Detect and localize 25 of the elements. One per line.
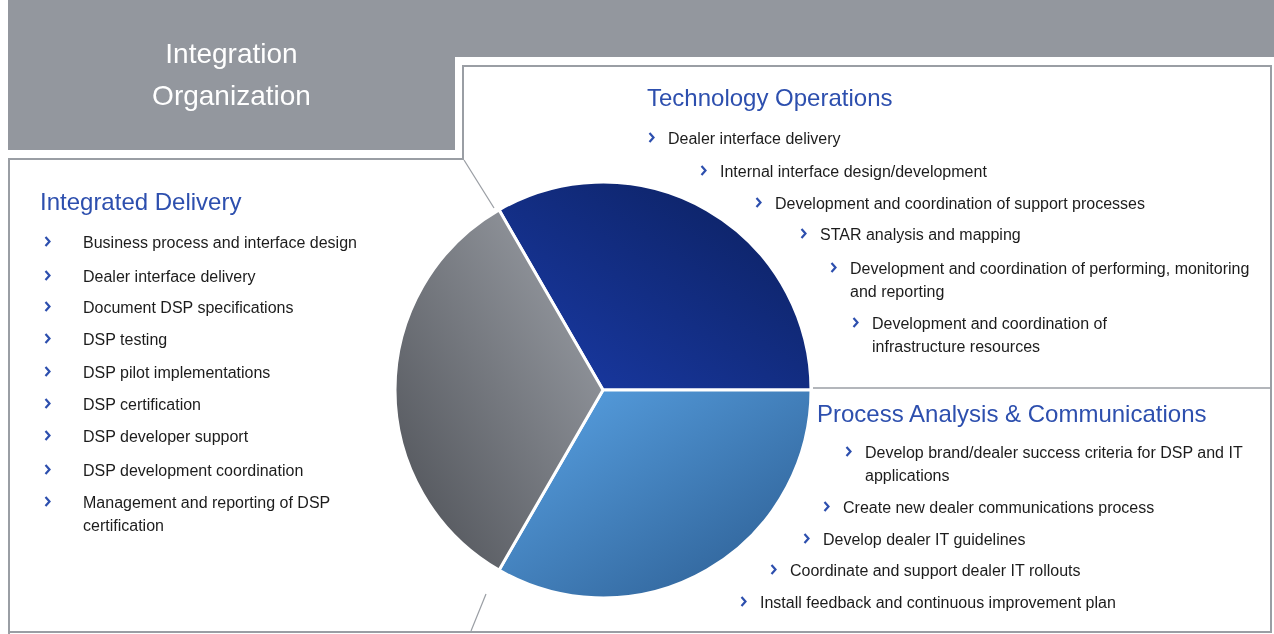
header-title: Integration Organization [151, 37, 312, 113]
bullet-text: DSP certification [83, 395, 201, 415]
bullet-text: STAR analysis and mapping [820, 225, 1021, 245]
bullet-text: DSP pilot implementations [83, 363, 271, 383]
bullet-text: Coordinate and support dealer IT rollouts [790, 561, 1081, 581]
bullet-text: Business process and interface design [83, 233, 357, 253]
bullet-text: Install feedback and continuous improvement plan [760, 593, 1116, 613]
bullet-text: Development and coordination of infrastructure resources [872, 314, 1108, 357]
header-panel [8, 0, 455, 150]
bullet-text: Dealer interface delivery [668, 129, 841, 149]
bullet-text: Internal interface design/development [720, 162, 987, 182]
bullet-text: DSP developer support [83, 427, 249, 447]
section-heading: Integrated Delivery [40, 187, 242, 217]
section-heading: Process Analysis & Communications [817, 399, 1207, 429]
bullet-text: Document DSP specifications [83, 298, 294, 318]
bullet-text: DSP development coordination [83, 461, 304, 481]
bullet-text: Development and coordination of performing, monitoring and reporting [850, 259, 1250, 302]
bullet-text: Management and reporting of DSP certification [83, 493, 331, 536]
bullet-text: DSP testing [83, 330, 168, 350]
bullet-text: Development and coordination of support processes [775, 194, 1145, 214]
bullet-text: Develop dealer IT guidelines [823, 530, 1026, 550]
section-heading: Technology Operations [647, 83, 893, 113]
bullet-text: Create new dealer communications process [843, 498, 1155, 518]
bullet-text: Dealer interface delivery [83, 267, 256, 287]
bullet-text: Develop brand/dealer success criteria for DSP and IT applications [865, 443, 1244, 486]
